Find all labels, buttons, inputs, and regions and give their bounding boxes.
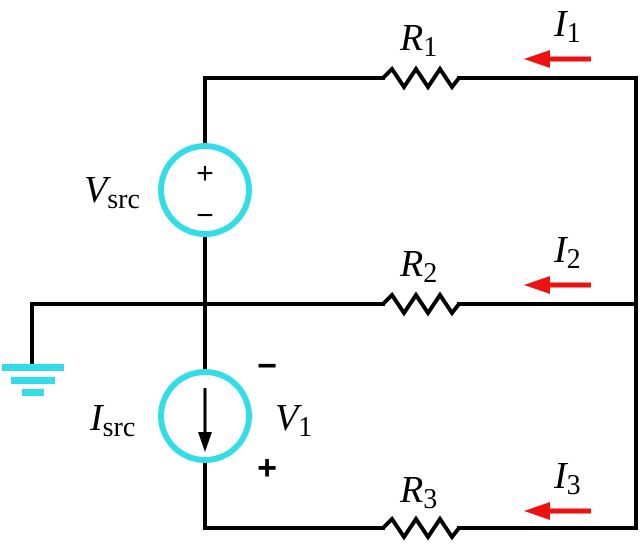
label-i2-main: I [553,229,569,271]
label-i3: I3 [553,455,581,501]
label-isrc-sub: src [103,412,136,443]
label-i2-sub: 2 [567,244,581,275]
wires [30,76,638,530]
label-vsrc-sub: src [107,184,140,215]
current-source-arrow-head [198,432,212,452]
label-r1: R1 [399,17,437,63]
label-r2: R2 [399,243,437,289]
label-vsrc-main: V [84,169,111,211]
v1-plus-sign: + [257,449,277,487]
voltage-source-circle [158,143,252,237]
label-i1-sub: 1 [567,18,581,49]
label-r3-main: R [399,469,423,511]
label-i3-sub: 3 [567,470,581,501]
label-r2-main: R [399,243,423,285]
label-v1-sub: 1 [298,412,312,443]
current-arrow-i3 [524,502,591,520]
label-vsrc: Vsrc [84,169,140,215]
ground-icon [2,364,64,396]
label-r2-sub: 2 [423,258,437,289]
label-i1: I1 [553,3,581,49]
label-r1-main: R [399,17,423,59]
v1-minus-sign: − [257,347,277,385]
label-v1: V1 [275,397,312,443]
wire-middle-left [30,302,385,367]
ground-bar-1 [2,364,64,371]
resistor-r1 [381,65,461,91]
label-isrc-main: I [89,397,105,439]
resistor-r2 [381,291,461,317]
current-arrow-head-i3 [524,502,550,520]
label-isrc: Isrc [89,397,135,443]
wire-top-left [203,76,385,145]
label-r1-sub: 1 [423,32,437,63]
label-v1-main: V [275,397,302,439]
label-i3-main: I [553,455,569,497]
current-arrow-head-i2 [524,276,550,294]
ground-bar-3 [22,389,44,396]
vsrc-minus-sign: − [196,199,214,232]
resistor-r3 [381,515,461,541]
current-arrow-head-i1 [524,50,550,68]
current-source-icon [158,369,252,463]
voltage-source-icon: + − [158,143,252,237]
label-r3-sub: 3 [423,484,437,515]
current-arrow-i1 [524,50,591,68]
label-i1-main: I [553,3,569,45]
label-r3: R3 [399,469,437,515]
wire-bottom-left [203,462,385,530]
vsrc-plus-sign: + [196,157,214,190]
label-i2: I2 [553,229,581,275]
current-arrow-i2 [524,276,591,294]
ground-bar-2 [11,377,55,384]
